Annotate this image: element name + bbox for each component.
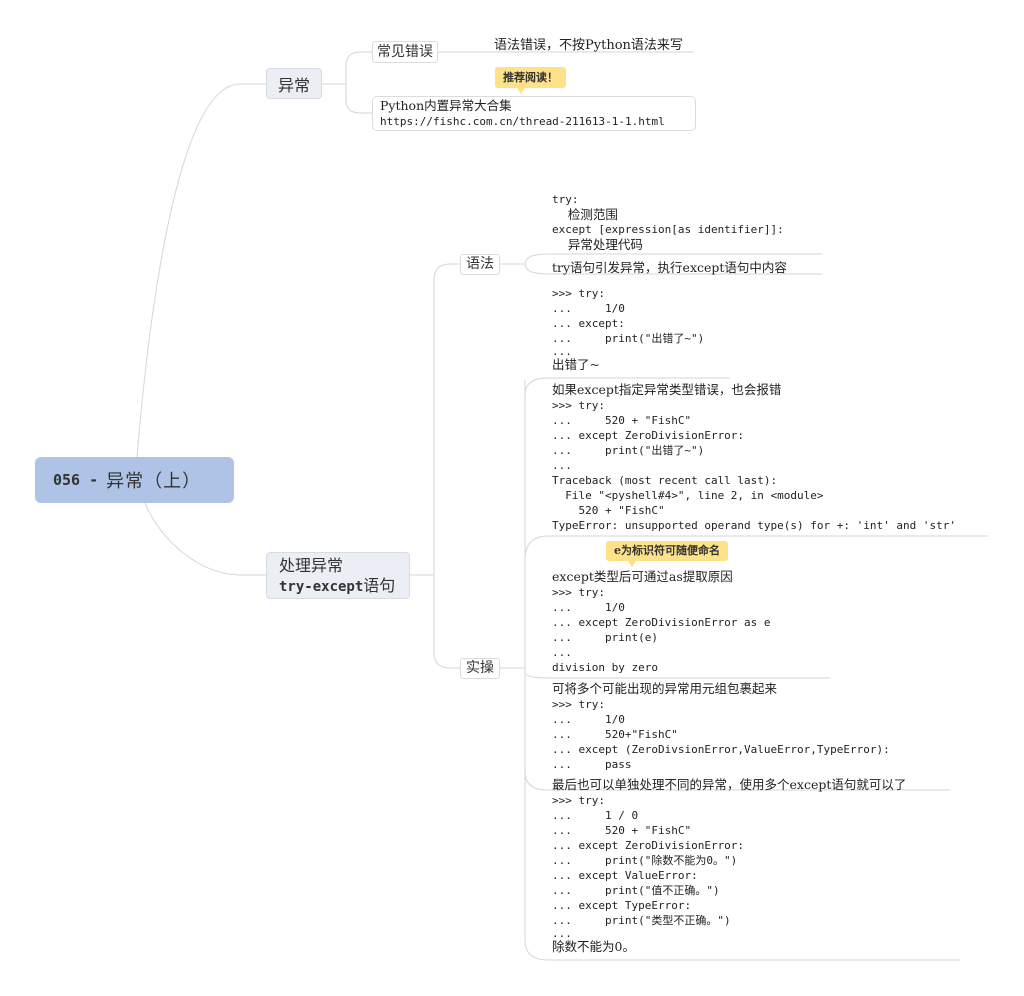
card-line: ... except ZeroDivisionError as e <box>552 616 771 629</box>
card-line: 最后也可以单独处理不同的异常，使用多个except语句就可以了 <box>552 777 907 792</box>
card-line: ... <box>552 927 572 940</box>
syntax-code-line: 检测范围 <box>552 207 618 222</box>
syntax-summary[interactable]: try语句引发异常，执行except语句中内容 <box>552 257 787 276</box>
card-line: ... 520 + "FishC" <box>552 414 692 427</box>
card-line: ... print("出错了~") <box>552 444 705 457</box>
topic-syntax-label: 语法 <box>466 256 494 272</box>
branch-exception[interactable]: 异常 <box>266 68 322 99</box>
card-line: ... print(e) <box>552 631 658 644</box>
root-number: 056 - <box>53 471 99 489</box>
card-line: ... print("除数不能为0。") <box>552 854 738 867</box>
practice-card-4[interactable]: 可将多个可能出现的异常用元组包裹起来 >>> try: ... 1/0 ... … <box>552 680 890 772</box>
branch-handling-line1: 处理异常 <box>279 556 344 575</box>
card-line: ... except ValueError: <box>552 869 698 882</box>
card-line: ... except (ZeroDivsionError,ValueError,… <box>552 743 890 756</box>
card-line: ... print("类型不正确。") <box>552 914 731 927</box>
topic-practice[interactable]: 实操 <box>460 658 500 679</box>
syntax-code-block: try: 检测范围 except [expression[as identifi… <box>552 192 784 252</box>
practice-card-5[interactable]: 最后也可以单独处理不同的异常，使用多个except语句就可以了 >>> try:… <box>552 776 906 954</box>
card-line: >>> try: <box>552 287 605 300</box>
branch-handling[interactable]: 处理异常 try-except语句 <box>266 552 410 599</box>
card-line: 可将多个可能出现的异常用元组包裹起来 <box>552 681 778 696</box>
card-line: >>> try: <box>552 794 605 807</box>
topic-common-errors-label: 常见错误 <box>377 44 433 60</box>
practice-card-1[interactable]: >>> try: ... 1/0 ... except: ... print("… <box>552 286 704 372</box>
card-line: ... 520+"FishC" <box>552 728 678 741</box>
card-line: >>> try: <box>552 399 605 412</box>
syntax-code-line: except [expression[as identifier]]: <box>552 223 784 236</box>
card-line: 如果except指定异常类型错误，也会报错 <box>552 382 782 397</box>
topic-builtin-exceptions[interactable]: Python内置异常大合集 https://fishc.com.cn/threa… <box>372 96 696 131</box>
recommend-note: 推荐阅读！ <box>495 67 566 94</box>
card-line: ... except TypeError: <box>552 899 692 912</box>
card-line: ... <box>552 459 572 472</box>
card-line: 除数不能为0。 <box>552 939 635 954</box>
card-line: TypeError: unsupported operand type(s) f… <box>552 519 956 532</box>
topic-common-errors[interactable]: 常见错误 <box>372 41 438 63</box>
topic-practice-label: 实操 <box>466 660 494 676</box>
card-line: >>> try: <box>552 586 605 599</box>
practice-card-3[interactable]: except类型后可通过as提取原因 >>> try: ... 1/0 ... … <box>552 568 771 675</box>
card-line: Traceback (most recent call last): <box>552 474 778 487</box>
card-line: >>> try: <box>552 698 605 711</box>
card-line: ... 1/0 <box>552 601 625 614</box>
card-line: ... except: <box>552 317 625 330</box>
syntax-code-line: try: <box>552 193 579 206</box>
card-line: ... 520 + "FishC" <box>552 824 692 837</box>
card-line: ... <box>552 646 572 659</box>
builtin-url-link[interactable]: https://fishc.com.cn/thread-211613-1-1.h… <box>380 115 665 128</box>
card-line: except类型后可通过as提取原因 <box>552 569 733 584</box>
leaf-syntax-error[interactable]: 语法错误，不按Python语法来写 <box>494 34 683 53</box>
card-line: ... 1/0 <box>552 302 625 315</box>
identifier-note: e为标识符可随便命名 <box>606 541 728 567</box>
branch-exception-label: 异常 <box>277 75 310 95</box>
root-title: 异常（上） <box>106 471 202 492</box>
builtin-title: Python内置异常大合集 <box>380 98 512 113</box>
card-line: division by zero <box>552 661 658 674</box>
card-line: ... 1 / 0 <box>552 809 639 822</box>
card-line: ... <box>552 345 572 358</box>
card-line: ... print("出错了~") <box>552 332 705 345</box>
syntax-code-line: 异常处理代码 <box>552 237 643 252</box>
card-line: ... except ZeroDivisionError: <box>552 429 745 442</box>
card-line: 520 + "FishC" <box>552 504 665 517</box>
topic-syntax[interactable]: 语法 <box>460 254 500 275</box>
card-line: ... print("值不正确。") <box>552 884 720 897</box>
root-topic[interactable]: 056 - 异常（上） <box>35 457 234 503</box>
identifier-note-text: e为标识符可随便命名 <box>614 544 720 557</box>
branch-handling-code: try-except <box>279 579 364 595</box>
branch-handling-cn: 语句 <box>363 576 396 595</box>
recommend-note-text: 推荐阅读！ <box>503 71 558 84</box>
branch-handling-line2: try-except语句 <box>279 576 397 597</box>
syntax-summary-text: try语句引发异常，执行except语句中内容 <box>552 260 787 275</box>
practice-card-2[interactable]: 如果except指定异常类型错误，也会报错 >>> try: ... 520 +… <box>552 381 956 533</box>
card-line: File "<pyshell#4>", line 2, in <module> <box>552 489 824 502</box>
card-line: ... 1/0 <box>552 713 625 726</box>
card-line: 出错了~ <box>552 357 600 372</box>
card-line: ... pass <box>552 758 632 771</box>
card-line: ... except ZeroDivisionError: <box>552 839 745 852</box>
leaf-syntax-error-text: 语法错误，不按Python语法来写 <box>494 38 683 53</box>
